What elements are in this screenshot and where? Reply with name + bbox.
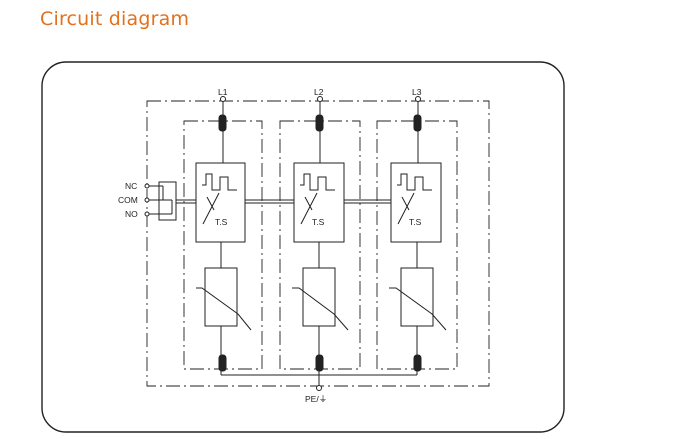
ts-label-l3: T.S: [409, 217, 422, 227]
terminal-l1: [220, 96, 226, 102]
enclosure-dashed: [146, 100, 490, 387]
phase-l3: [389, 99, 447, 375]
terminal-no: [144, 211, 150, 217]
terminal-pe: [316, 385, 322, 391]
mechanical-link: [176, 199, 391, 204]
page-title: Circuit diagram: [40, 8, 190, 30]
contact-label-nc: NC: [125, 181, 137, 191]
ground-label: PE/⏚: [305, 394, 327, 404]
ts-label-l2: T.S: [312, 217, 325, 227]
phase-label-l3: L3: [412, 87, 422, 97]
phase-l2: [292, 99, 349, 375]
pe-bus: [221, 374, 417, 386]
terminal-l2: [317, 96, 323, 102]
contact-label-no: NO: [125, 209, 138, 219]
contact-label-com: COM: [118, 195, 138, 205]
terminal-nc: [144, 183, 150, 189]
phase-label-l2: L2: [314, 87, 324, 97]
outer-frame: [41, 61, 565, 433]
phase-label-l1: L1: [218, 87, 228, 97]
terminal-com: [144, 197, 150, 203]
terminal-l3: [415, 96, 421, 102]
phase-l1: [195, 99, 252, 375]
remote-contact: [149, 181, 177, 221]
ts-label-l1: T.S: [215, 217, 228, 227]
